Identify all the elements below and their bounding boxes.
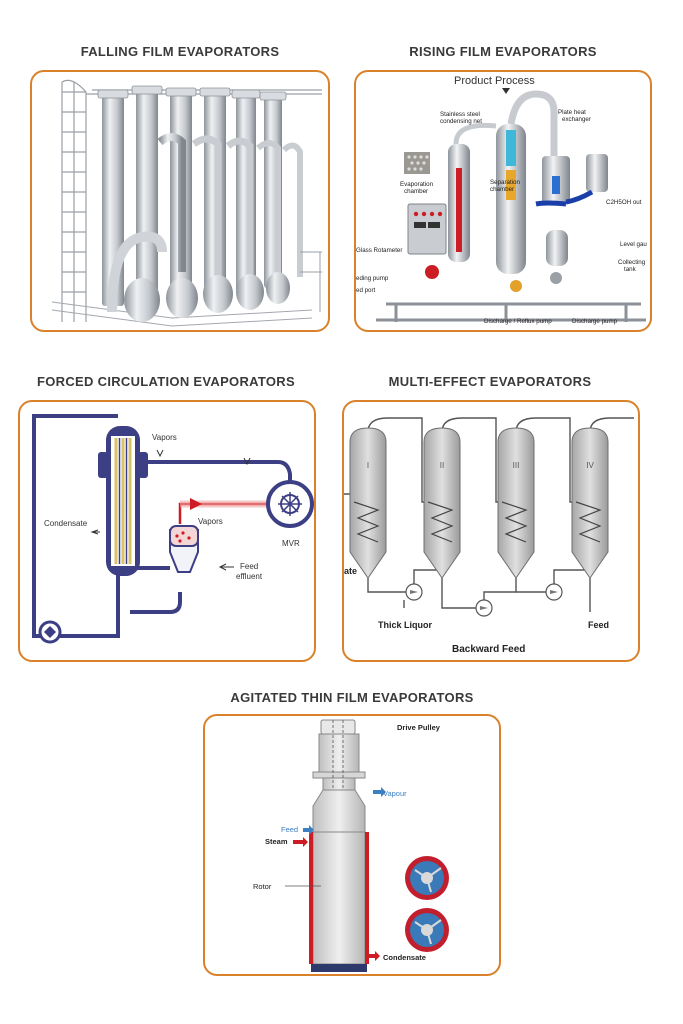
evaporation-label-2: chamber (404, 188, 428, 195)
multi-effect-panel: I II III IV ate Thick Liquor Feed Backwa… (342, 400, 640, 662)
agitated-thin-film-title: AGITATED THIN FILM EVAPORATORS (230, 690, 474, 705)
level-gauge-label: Level gau (620, 241, 647, 248)
discharge-pump-label: Discharge pump (572, 318, 618, 325)
control-panel (407, 203, 447, 255)
forced-circulation-diagram: Vapors Vapors Condensate MVR Feed efflue… (32, 414, 314, 644)
condensate-label: Condensate (44, 519, 88, 528)
steam-arrow-icon (293, 837, 308, 847)
vapors-arrow-icon (190, 498, 202, 510)
evaporator-body (312, 831, 366, 965)
ate-label: ate (344, 566, 357, 576)
feed-arrow-icon (303, 825, 314, 835)
agitated-thin-film-diagram: Drive Pulley Vapour Feed Steam Rotor Con… (253, 719, 449, 972)
rotor-cross-section-icon (405, 856, 449, 900)
stainless-net-label: Stainless steel (440, 111, 480, 118)
falling-film-illustration (51, 79, 322, 327)
rotor-cross-section-icon-2 (405, 908, 449, 952)
multi-effect-diagram: I II III IV ate Thick Liquor Feed Backwa… (344, 417, 634, 655)
rotor-label: Rotor (253, 882, 272, 891)
c2h5oh-label: C2H5OH out (606, 199, 642, 206)
forced-circulation-panel: Vapors Vapors Condensate MVR Feed efflue… (18, 400, 316, 662)
drive-pulley (320, 719, 356, 735)
vapors-mid-label: Vapors (198, 517, 223, 526)
plate-heat-label: Plate heat (558, 109, 586, 116)
vapour-label: Vapour (383, 789, 407, 798)
feed-label: Feed (281, 825, 298, 834)
falling-film-panel (30, 70, 330, 332)
rising-film-title: RISING FILM EVAPORATORS (409, 44, 597, 59)
feed-port-label: ed port (356, 287, 376, 294)
effluent-label: effluent (236, 572, 263, 581)
feed-label: Feed (240, 562, 258, 571)
effect-ii-label: II (440, 461, 444, 470)
feed-label: Feed (588, 620, 609, 630)
discharge-reflux-label: Discharge / Reflux pump (484, 318, 552, 325)
drive-pulley-label: Drive Pulley (397, 723, 441, 732)
agitated-thin-film-panel: Drive Pulley Vapour Feed Steam Rotor Con… (203, 714, 501, 976)
forced-circulation-title: FORCED CIRCULATION EVAPORATORS (37, 374, 295, 389)
down-arrow-icon (502, 88, 510, 94)
separation-label: Separation (490, 179, 520, 186)
collecting-label: Collecting (618, 259, 646, 266)
rising-film-illustration: Product Process (356, 75, 647, 325)
condensate-label: Condensate (383, 953, 426, 962)
evaporation-label: Evaporation (400, 181, 434, 188)
stainless-net-label-2: condensing net (440, 118, 482, 125)
falling-film-title: FALLING FILM EVAPORATORS (80, 44, 280, 59)
backward-feed-label: Backward Feed (452, 644, 525, 655)
feeding-pump-label: eding pump (356, 275, 389, 282)
multi-effect-title: MULTI-EFFECT EVAPORATORS (388, 374, 592, 389)
rising-film-panel: Product Process (354, 70, 652, 332)
vapors-top-label: Vapors (152, 433, 177, 442)
effect-i-label: I (367, 461, 369, 470)
effect-iii-label: III (513, 461, 520, 470)
collecting-label-2: tank (624, 266, 637, 273)
effect-iv-label: IV (586, 461, 594, 470)
thick-liquor-label: Thick Liquor (378, 620, 432, 630)
mvr-label: MVR (282, 539, 300, 548)
product-process-label: Product Process (454, 75, 535, 87)
separation-label-2: chamber (490, 186, 514, 193)
condensate-arrow-icon (369, 951, 380, 961)
steam-label: Steam (265, 837, 288, 846)
vapour-arrow-icon (373, 787, 386, 797)
plate-heat-label-2: exchanger (562, 116, 591, 123)
glass-rotameter-label: Glass Rotameter (356, 247, 402, 254)
